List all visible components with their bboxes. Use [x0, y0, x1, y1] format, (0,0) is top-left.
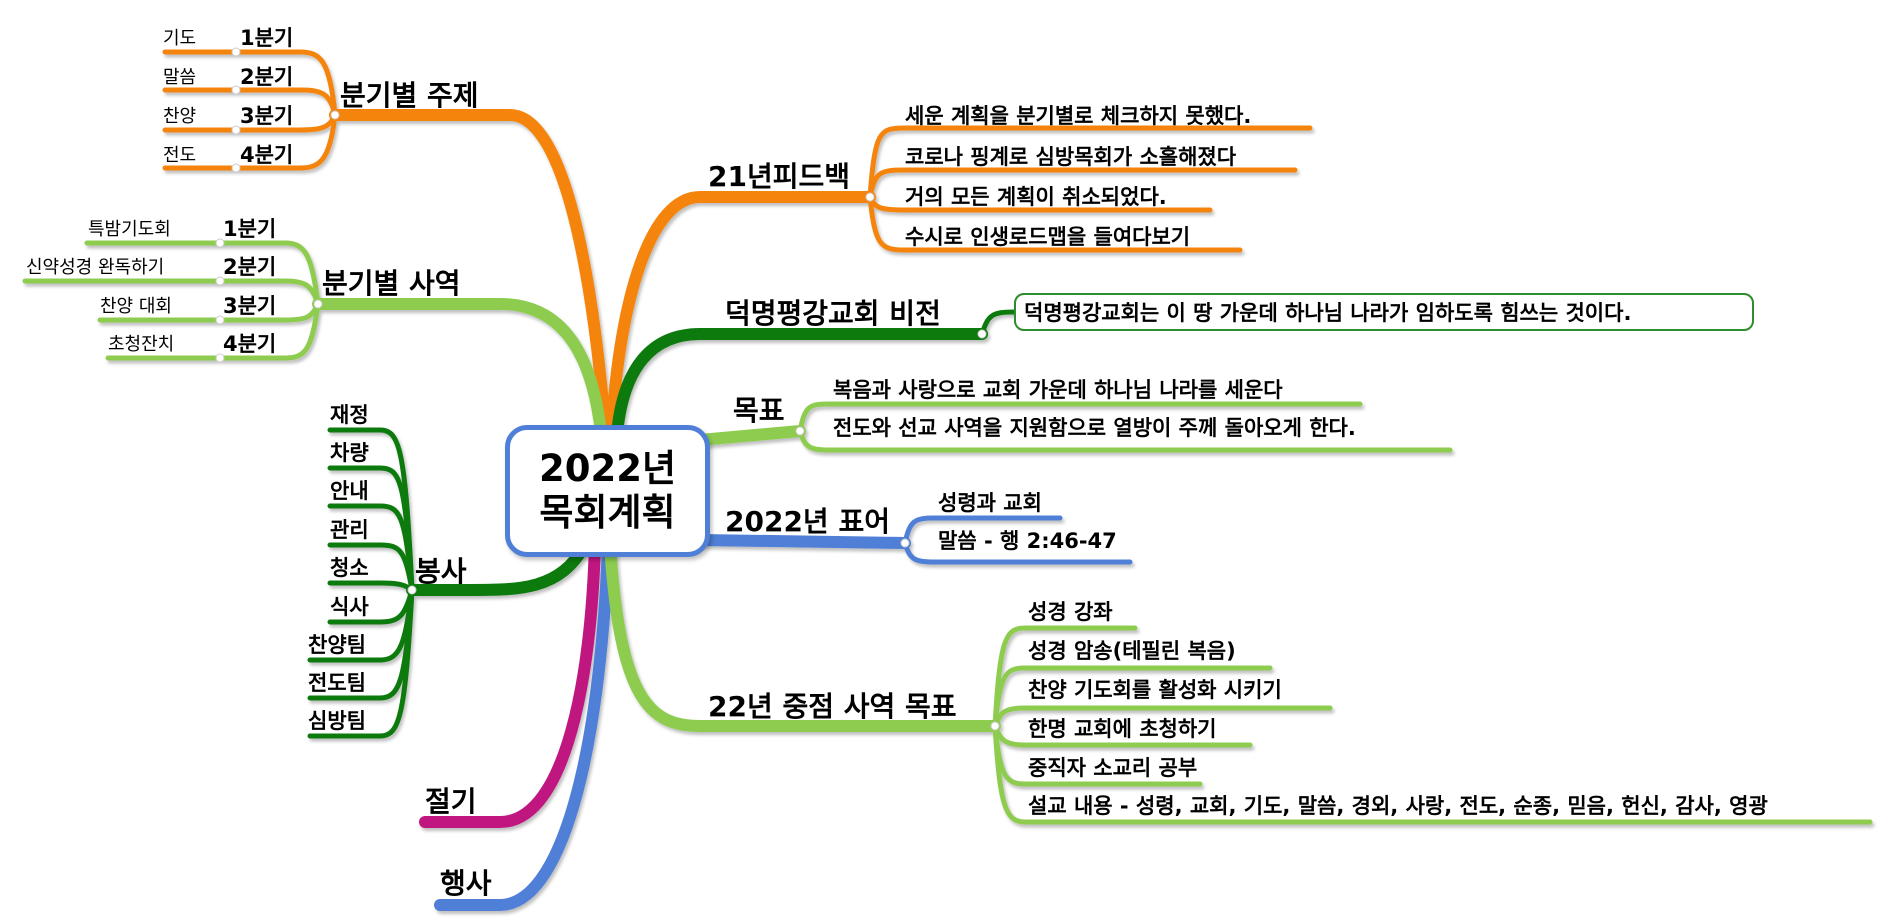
vision-callout[interactable]: 덕명평강교회는 이 땅 가운데 하나님 나라가 임하도록 힘쓰는 것이다. [1014, 293, 1754, 331]
quarter-label[interactable]: 1분기 [240, 26, 294, 50]
ministry-value[interactable]: 특밤기도회 [88, 219, 171, 240]
feedback-item[interactable]: 세운 계획을 분기별로 체크하지 못했다. [905, 104, 1252, 128]
quarter-label[interactable]: 1분기 [223, 217, 277, 241]
focus-item[interactable]: 성경 강좌 [1028, 600, 1113, 624]
focus-item[interactable]: 찬양 기도회를 활성화 시키기 [1028, 678, 1282, 702]
topic-quarterly-theme[interactable]: 분기별 주제 [340, 79, 479, 112]
theme-value[interactable]: 말씀 [163, 67, 197, 88]
focus-item[interactable]: 설교 내용 - 성령, 교회, 기도, 말씀, 경외, 사랑, 전도, 순종, … [1028, 794, 1768, 818]
topic-focus-ministry[interactable]: 22년 중점 사역 목표 [708, 690, 957, 723]
service-item[interactable]: 전도팀 [308, 671, 366, 695]
ministry-value[interactable]: 신약성경 완독하기 [26, 257, 165, 278]
theme-value[interactable]: 전도 [163, 145, 197, 166]
feedback-item[interactable]: 수시로 인생로드맵을 들여다보기 [905, 225, 1191, 249]
vision-text: 덕명평강교회는 이 땅 가운데 하나님 나라가 임하도록 힘쓰는 것이다. [1024, 301, 1632, 325]
feedback-item[interactable]: 코로나 핑계로 심방목회가 소홀해졌다 [905, 145, 1237, 169]
theme-value[interactable]: 기도 [163, 28, 197, 49]
central-topic-line1: 2022년 [538, 446, 677, 490]
goal-item[interactable]: 복음과 사랑으로 교회 가운데 하나님 나라를 세운다 [833, 378, 1283, 402]
ministry-value[interactable]: 초청잔치 [108, 334, 175, 355]
topic-feedback[interactable]: 21년피드백 [708, 160, 851, 193]
feedback-item[interactable]: 거의 모든 계획이 취소되었다. [905, 185, 1167, 209]
service-item[interactable]: 재정 [330, 403, 369, 427]
quarter-label[interactable]: 3분기 [240, 104, 294, 128]
topic-goal[interactable]: 목표 [733, 394, 785, 427]
theme-value[interactable]: 찬양 [163, 106, 197, 127]
goal-item[interactable]: 전도와 선교 사역을 지원함으로 열방이 주께 돌아오게 한다. [833, 416, 1356, 440]
service-item[interactable]: 관리 [330, 518, 369, 542]
quarter-label[interactable]: 2분기 [223, 255, 277, 279]
motto-item[interactable]: 말씀 - 행 2:46-47 [938, 529, 1117, 553]
motto-item[interactable]: 성령과 교회 [938, 491, 1042, 515]
service-item[interactable]: 심방팀 [308, 709, 366, 733]
service-item[interactable]: 식사 [330, 595, 369, 619]
ministry-value[interactable]: 찬양 대회 [100, 296, 172, 317]
topic-vision[interactable]: 덕명평강교회 비전 [725, 297, 941, 330]
topic-quarterly-ministry[interactable]: 분기별 사역 [322, 267, 461, 300]
quarter-label[interactable]: 2분기 [240, 65, 294, 89]
focus-item[interactable]: 성경 암송(테필린 복음) [1028, 639, 1236, 663]
central-topic-line2: 목회계획 [539, 491, 676, 534]
service-item[interactable]: 안내 [330, 479, 369, 503]
topic-motto[interactable]: 2022년 표어 [725, 505, 890, 538]
topic-season[interactable]: 절기 [425, 785, 477, 818]
service-item[interactable]: 찬양팀 [308, 633, 366, 657]
service-item[interactable]: 차량 [330, 441, 369, 465]
central-topic[interactable]: 2022년 목회계획 [505, 425, 710, 557]
focus-item[interactable]: 한명 교회에 초청하기 [1028, 717, 1217, 741]
quarter-label[interactable]: 4분기 [240, 143, 294, 167]
quarter-label[interactable]: 3분기 [223, 294, 277, 318]
service-item[interactable]: 청소 [330, 556, 369, 580]
focus-item[interactable]: 중직자 소교리 공부 [1028, 756, 1198, 780]
topic-service[interactable]: 봉사 [415, 555, 467, 588]
quarter-label[interactable]: 4분기 [223, 332, 277, 356]
topic-events[interactable]: 행사 [440, 867, 492, 900]
